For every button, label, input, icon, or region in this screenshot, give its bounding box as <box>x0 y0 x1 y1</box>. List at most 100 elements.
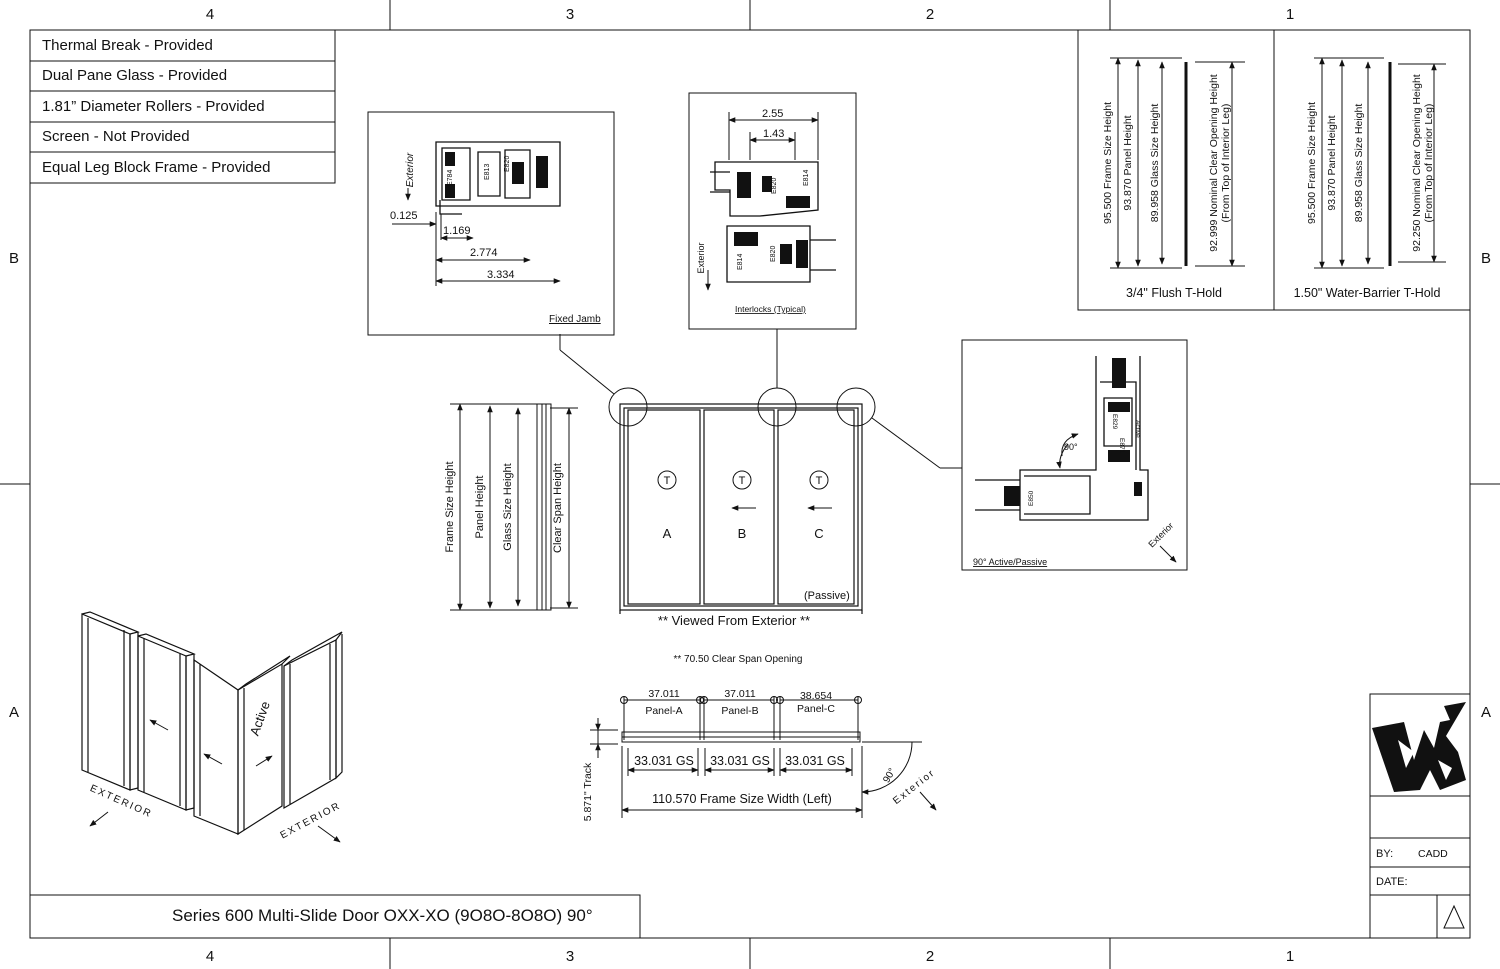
passive-label: (Passive) <box>804 590 850 602</box>
feature-rollers: 1.81” Diameter Rollers - Provided <box>42 98 265 115</box>
water-glass-size-height: 89.958 Glass Size Height <box>1353 104 1365 223</box>
fixed-jamb-detail: Exterior E784 E813 E820 0.125 1.169 2.77… <box>367 111 615 336</box>
interlocks-part-4: E820 <box>770 246 777 262</box>
features-table: Thermal Break - Provided Dual Pane Glass… <box>29 29 336 184</box>
corner-detail: 90° E829 E871 E850 Active Exterior 90° A… <box>961 339 1188 571</box>
isometric-view: Active EXTERIOR EXTERIOR <box>81 611 343 843</box>
interlocks-part-1: E814 <box>803 170 810 186</box>
title-block: BY: CADD DATE: <box>1369 693 1471 939</box>
panel-label-a: A <box>663 526 672 541</box>
thold-marker-b: T <box>739 475 746 487</box>
flush-clear-opening-note: (From Top of Interior Leg) <box>1220 104 1232 223</box>
panel-a-name: Panel-A <box>645 705 682 717</box>
plan-view: ** 70.50 Clear Span Opening <box>582 654 938 821</box>
panel-b-width: 37.011 <box>724 688 755 700</box>
fixed-jamb-part-2: E813 <box>484 164 491 180</box>
feature-thermal-break: Thermal Break - Provided <box>42 37 213 54</box>
feature-dual-pane: Dual Pane Glass - Provided <box>42 67 227 84</box>
interlocks-part-2: E820 <box>771 178 778 194</box>
flush-thold-label: 3/4" Flush T-Hold <box>1126 286 1222 300</box>
corner-part-3: E850 <box>1028 490 1035 506</box>
frame-size-width: 110.570 Frame Size Width (Left) <box>652 792 832 806</box>
corner-part-1: E829 <box>1111 414 1118 430</box>
flush-frame-size-height: 95.500 Frame Size Height <box>1102 102 1114 224</box>
viewed-from-exterior: ** Viewed From Exterior ** <box>658 613 810 628</box>
water-panel-height: 93.870 Panel Height <box>1326 115 1338 210</box>
zone-row-right-a: A <box>1481 704 1491 721</box>
panel-label-b: B <box>738 526 747 541</box>
zone-col-top-2: 2 <box>926 6 934 23</box>
thold-marker-a: T <box>664 475 671 487</box>
fixed-jamb-dim-3334: 3.334 <box>487 269 515 281</box>
legend-frame-size-height: Frame Size Height <box>444 461 456 552</box>
fixed-jamb-dim-0125: 0.125 <box>390 210 418 222</box>
zone-col-top-1: 1 <box>1286 6 1294 23</box>
iso-active: Active <box>247 699 273 737</box>
interlocks-detail: Exterior E814 E820 E814 E820 2.55 1.43 I… <box>688 92 857 330</box>
track-depth: 5.871" Track <box>582 762 594 821</box>
by-value: CADD <box>1418 848 1448 860</box>
corner-angle: 90° <box>1064 442 1078 452</box>
clear-span-opening: ** 70.50 Clear Span Opening <box>674 654 803 665</box>
by-label: BY: <box>1376 848 1393 860</box>
drawing-title: Series 600 Multi-Slide Door OXX-XO (9O8O… <box>172 906 593 925</box>
corner-label: 90° Active/Passive <box>973 557 1047 567</box>
zone-row-left-a: A <box>9 704 19 721</box>
glass-size-c: 33.031 GS <box>785 754 845 768</box>
panel-b-name: Panel-B <box>721 705 758 717</box>
interlocks-exterior: Exterior <box>696 242 706 273</box>
water-frame-size-height: 95.500 Frame Size Height <box>1306 102 1318 224</box>
zone-labels: 4 3 2 1 4 3 2 1 B A B A <box>9 6 1491 965</box>
interlocks-part-3: E814 <box>737 254 744 270</box>
plan-angle: 90° <box>881 766 898 785</box>
glass-size-a: 33.031 GS <box>634 754 694 768</box>
panel-a-width: 37.011 <box>648 688 679 700</box>
corner-part-2: E871 <box>1118 438 1125 454</box>
fixed-jamb-dim-1169: 1.169 <box>443 225 471 237</box>
panel-c-name: Panel-C <box>797 703 835 715</box>
zone-col-bottom-1: 1 <box>1286 948 1294 965</box>
zone-col-bottom-3: 3 <box>566 948 574 965</box>
zone-row-right-b: B <box>1481 250 1491 267</box>
height-legend: Frame Size Height Panel Height Glass Siz… <box>444 403 578 611</box>
flush-panel-height: 93.870 Panel Height <box>1122 115 1134 210</box>
title-strip: Series 600 Multi-Slide Door OXX-XO (9O8O… <box>29 894 641 939</box>
zone-col-bottom-2: 2 <box>926 948 934 965</box>
glass-size-b: 33.031 GS <box>710 754 770 768</box>
plan-exterior: Exterior <box>891 767 938 807</box>
fixed-jamb-label: Fixed Jamb <box>549 314 601 325</box>
interlocks-label: Interlocks (Typical) <box>735 304 806 314</box>
interlocks-dim-255: 2.55 <box>762 108 783 120</box>
zone-col-top-3: 3 <box>566 6 574 23</box>
zone-col-top-4: 4 <box>206 6 214 23</box>
fixed-jamb-part-1: E784 <box>447 170 454 186</box>
panel-c-width: 38.654 <box>800 690 832 702</box>
legend-glass-size-height: Glass Size Height <box>502 463 514 550</box>
flush-clear-opening: 92.999 Nominal Clear Opening Height <box>1208 74 1220 252</box>
interlocks-dim-143: 1.43 <box>763 128 784 140</box>
flush-glass-size-height: 89.958 Glass Size Height <box>1149 104 1161 223</box>
legend-clear-span-height: Clear Span Height <box>552 463 564 553</box>
elevation-view: T T T A B C (Passive) ** Viewed From Ext… <box>559 329 962 628</box>
fixed-jamb-dim-2774: 2.774 <box>470 247 498 259</box>
zone-col-bottom-4: 4 <box>206 948 214 965</box>
thold-panels: 95.500 Frame Size Height 93.870 Panel He… <box>1077 29 1471 311</box>
corner-active: Active <box>1134 420 1141 438</box>
date-label: DATE: <box>1376 876 1408 888</box>
water-clear-opening: 92.250 Nominal Clear Opening Height <box>1411 74 1423 252</box>
zone-row-left-b: B <box>9 250 19 267</box>
water-thold-label: 1.50" Water-Barrier T-Hold <box>1294 286 1441 300</box>
legend-panel-height: Panel Height <box>474 476 486 539</box>
fixed-jamb-exterior: Exterior <box>405 152 416 187</box>
feature-screen: Screen - Not Provided <box>42 128 190 145</box>
corner-exterior: Exterior <box>1146 520 1175 549</box>
panel-label-c: C <box>814 526 823 541</box>
water-clear-opening-note: (From Top of Interior Leg) <box>1423 104 1435 223</box>
thold-marker-c: T <box>816 475 823 487</box>
iso-exterior-right: EXTERIOR <box>279 800 343 841</box>
company-logo <box>1372 702 1466 792</box>
feature-block-frame: Equal Leg Block Frame - Provided <box>42 159 270 176</box>
fixed-jamb-part-3: E820 <box>504 156 511 172</box>
